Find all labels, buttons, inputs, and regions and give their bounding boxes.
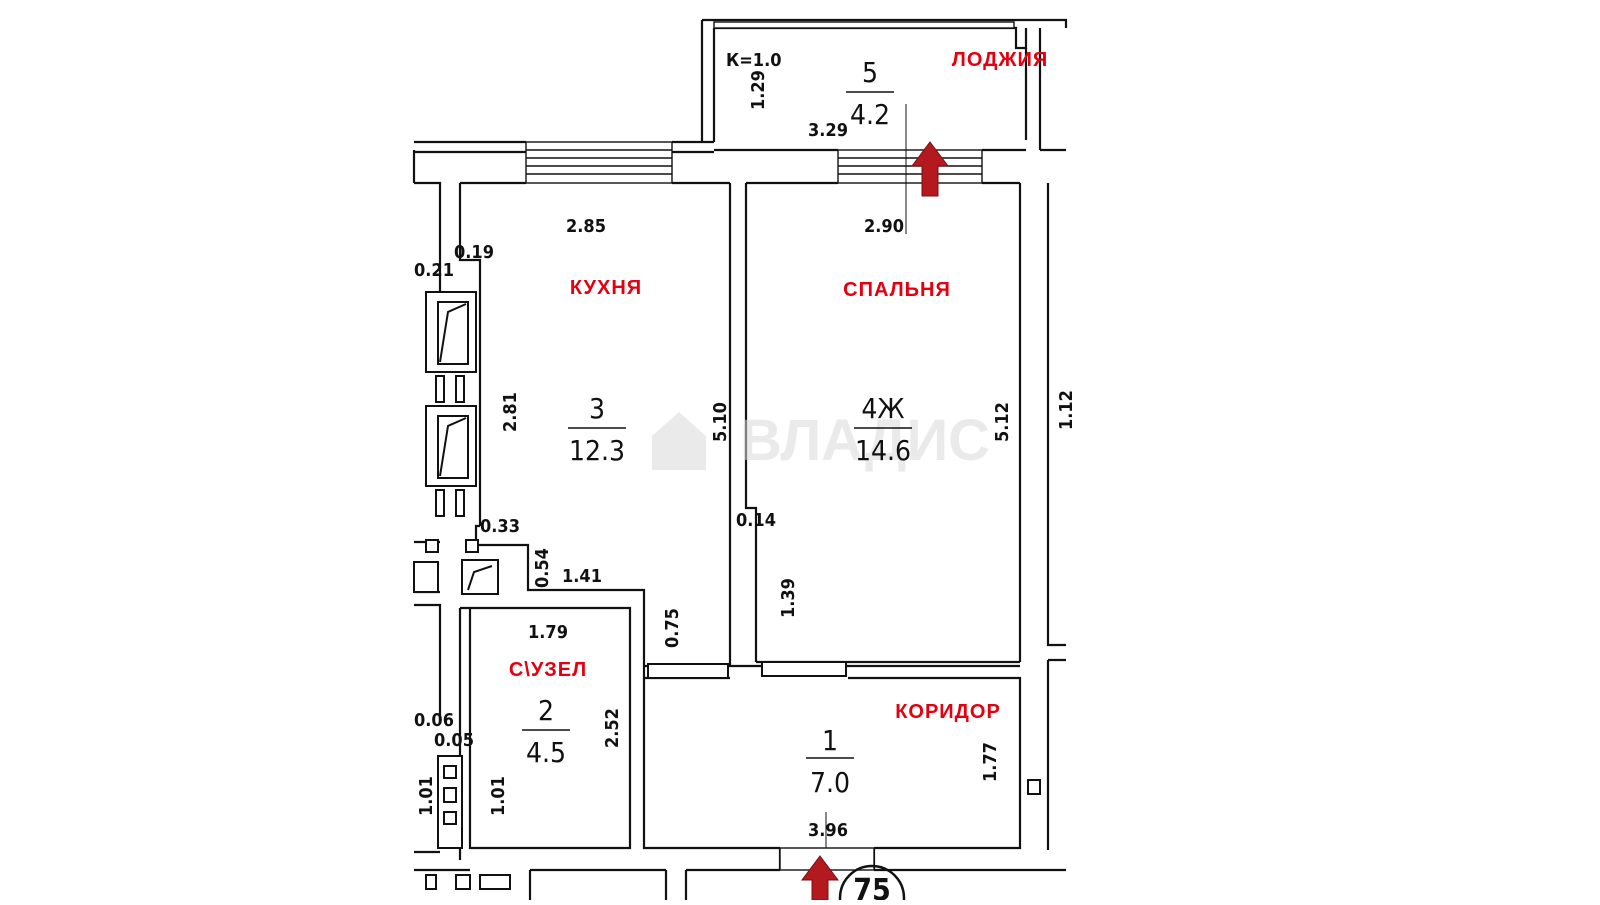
bedroom-number: 4Ж [861, 392, 904, 425]
dimension: 0.19 [454, 242, 494, 263]
doors [647, 661, 847, 679]
section-marker [838, 864, 906, 905]
room-kitchen: КУХНЯ 3 12.3 [568, 277, 642, 467]
dimension: 2.90 [864, 216, 904, 237]
dimension: 5.10 [710, 402, 731, 442]
walls [412, 18, 1068, 900]
dimension: 1.29 [748, 70, 769, 110]
room-corridor: КОРИДОР 1 7.0 [806, 701, 1001, 799]
dimension: 0.33 [480, 516, 520, 537]
dimension: 0.14 [736, 510, 776, 531]
loggia-number: 5 [862, 56, 878, 89]
kitchen-number: 3 [589, 392, 605, 425]
bathroom-label: С\УЗЕЛ [509, 659, 587, 681]
loggia-entry-arrow-icon [911, 141, 949, 197]
bedroom-label: СПАЛЬНЯ [843, 279, 951, 301]
dimension-labels: 3.29 2.85 2.90 0.19 0.21 0.14 0.33 1.41 … [414, 70, 1077, 841]
dimension: 1.41 [562, 566, 602, 587]
windows [525, 21, 1015, 871]
corridor-number: 1 [822, 724, 838, 757]
kitchen-label: КУХНЯ [570, 277, 642, 299]
dimension: 1.01 [416, 776, 437, 816]
loggia-coefficient: К=1.0 [726, 50, 782, 71]
dimension: 0.54 [532, 548, 553, 588]
dimension: 0.06 [414, 710, 454, 731]
watermark: ВЛАДИС [652, 408, 990, 473]
dimension: 1.01 [488, 776, 509, 816]
dimension: 1.39 [778, 578, 799, 618]
kitchen-area: 12.3 [569, 434, 625, 467]
bedroom-area: 14.6 [855, 434, 911, 467]
dimension: 2.81 [500, 392, 521, 432]
dimension: 3.29 [808, 120, 848, 141]
corridor-area: 7.0 [810, 766, 850, 799]
dimension: 1.79 [528, 622, 568, 643]
watermark-text: ВЛАДИС [740, 408, 990, 473]
dimension: 0.05 [434, 730, 474, 751]
dimension: 0.75 [662, 608, 683, 648]
dimension: 2.85 [566, 216, 606, 237]
room-loggia: К=1.0 5 4.2 ЛОДЖИЯ [726, 49, 1048, 131]
loggia-area: 4.2 [850, 98, 890, 131]
corridor-label: КОРИДОР [895, 701, 1001, 723]
bathroom-area: 4.5 [526, 736, 566, 769]
dimension: 2.52 [602, 708, 623, 748]
room-bedroom: СПАЛЬНЯ 4Ж 14.6 [843, 279, 951, 467]
dimension: 1.12 [1056, 390, 1077, 430]
section-marker-label: 75 [853, 873, 891, 900]
ventilation-shafts [413, 291, 1041, 890]
room-bathroom: С\УЗЕЛ 2 4.5 [509, 659, 587, 769]
loggia-label: ЛОДЖИЯ [952, 49, 1048, 71]
dimension: 1.77 [980, 742, 1001, 782]
dimension: 0.21 [414, 260, 454, 281]
dimension: 5.12 [992, 402, 1013, 442]
bathroom-number: 2 [538, 694, 554, 727]
dimension: 3.96 [808, 820, 848, 841]
